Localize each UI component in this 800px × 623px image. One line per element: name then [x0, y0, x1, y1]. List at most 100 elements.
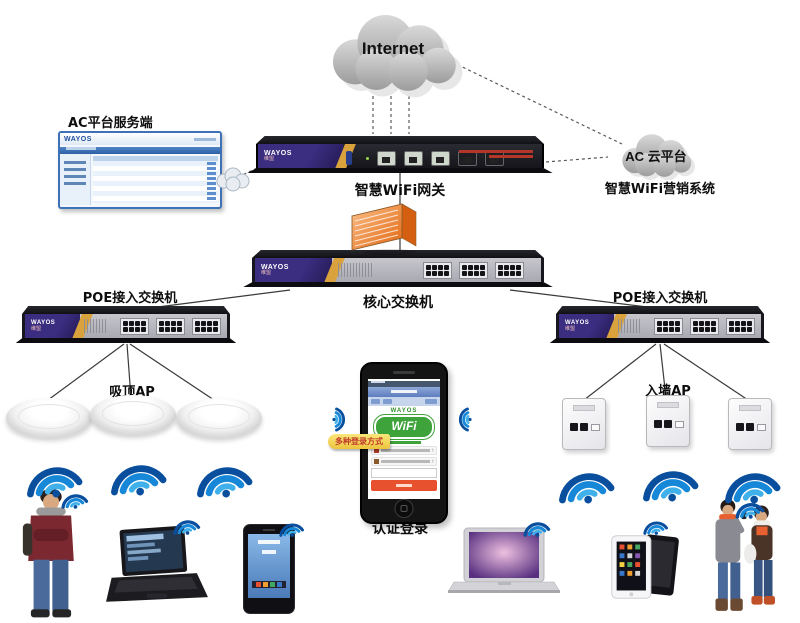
auth-phone: WAYOS WiFi › ›: [360, 362, 448, 524]
person-man: [22, 488, 74, 618]
gateway-lan-port: [430, 151, 450, 166]
cloud-shape: [622, 134, 695, 181]
poe-right-ports: [653, 318, 755, 335]
ceiling-ap-2: [90, 395, 176, 435]
link-gateway-ac-cloud: [545, 156, 609, 163]
poe-left-vents: [83, 319, 108, 333]
core-switch-vents: [337, 263, 373, 277]
server-body: [60, 154, 220, 205]
wall-ap-2: [646, 395, 690, 447]
android-screen: [248, 534, 290, 598]
core-switch-brand-panel: WAYOS 维盟: [255, 258, 333, 282]
core-switch-base: [243, 282, 553, 287]
gateway-wan-port: [484, 151, 504, 166]
core-switch-brand: WAYOS: [261, 264, 289, 271]
login-methods-callout: 多种登录方式: [328, 434, 390, 449]
poe-right-brand-panel: WAYOS 维盟: [559, 314, 614, 338]
internet-cloud: Internet: [318, 6, 468, 98]
laptop-black: [106, 525, 208, 602]
firewall-icon: [351, 203, 417, 255]
gateway-model-text: [459, 150, 534, 160]
portal-logo-tagline: [387, 441, 421, 444]
ac-cloud: AC 云平台: [604, 130, 708, 181]
gateway-lan-port: [403, 151, 423, 166]
wall-ap-1: [562, 398, 606, 450]
gateway-base: [247, 168, 553, 173]
core-switch-label: 核心交换机: [363, 295, 433, 311]
poe-left-ports: [119, 318, 221, 335]
poe-left-brand: WAYOS: [31, 320, 56, 326]
poe-right-base: [549, 338, 771, 343]
poe-right-top-face: [556, 306, 764, 314]
ac-cloud-sublabel: 智慧WiFi营销系统: [604, 182, 716, 197]
poe-left-brand-cn: 维盟: [31, 326, 42, 332]
poe-switch-left-device: WAYOS 维盟: [15, 306, 237, 343]
server-sidebar: [60, 154, 91, 205]
poe-right-front-panel: WAYOS 维盟: [556, 314, 764, 338]
macbook: [448, 527, 560, 593]
link-internet-ac-cloud: [451, 61, 623, 145]
ceiling-ap-3: [176, 398, 262, 438]
gateway-lan-port: [376, 151, 396, 166]
gateway-label: 智慧WiFi网关: [354, 183, 446, 199]
gateway-front-panel: WAYOS 维盟: [256, 144, 544, 168]
server-header-links: [194, 137, 216, 141]
internet-label: Internet: [361, 39, 425, 58]
portal-input-field: [371, 468, 437, 478]
portal-login-option: ›: [371, 457, 437, 466]
wifi-signal-icon: [184, 439, 257, 506]
gateway-console-port: [346, 151, 353, 165]
core-switch-brand-cn: 维盟: [261, 270, 272, 276]
gateway-led: [365, 157, 369, 160]
ceiling-ap-1: [6, 398, 92, 438]
server-navbar: [60, 147, 220, 154]
cloud-shape: [333, 14, 463, 98]
portal-title-bar: [368, 387, 440, 397]
server-header: WAYOS: [60, 133, 220, 145]
wifi-wave-right-icon: [450, 407, 473, 433]
wifi-signal-icon: [546, 445, 619, 512]
poe-switch-right-device: WAYOS 维盟: [549, 306, 771, 343]
poe-right-label: POE接入交换机: [612, 291, 708, 306]
phone-status-bar: [368, 381, 440, 387]
gateway-brand: WAYOS: [264, 150, 292, 157]
portal-nav-bar: [368, 397, 440, 406]
poe-right-brand: WAYOS: [565, 320, 590, 326]
poe-left-base: [15, 338, 237, 343]
server-table: [93, 156, 218, 203]
poe-right-brand-cn: 维盟: [565, 326, 576, 332]
people-women: [715, 499, 775, 611]
wall-ap-3: [728, 398, 772, 450]
core-switch-device: WAYOS 维盟: [243, 250, 553, 287]
poe-left-label: POE接入交换机: [82, 291, 178, 306]
core-switch-top-face: [252, 250, 544, 258]
phone-earpiece: [263, 529, 275, 531]
core-switch-ports: [422, 262, 524, 279]
portal-login-option: ›: [371, 446, 437, 455]
ac-server-label: AC平台服务端: [68, 116, 153, 131]
phone-home-button: [394, 499, 414, 518]
wifi-signal-icon: [98, 437, 171, 504]
android-phone: [243, 524, 295, 614]
poe-right-vents: [617, 319, 642, 333]
wifi-signal-icon: [274, 511, 307, 541]
ac-cloud-label: AC 云平台: [625, 149, 687, 164]
server-brand-logo: WAYOS: [64, 135, 92, 143]
gateway-top-face: [256, 136, 544, 144]
portal-login-button: [371, 480, 437, 491]
wifi-gateway-device: WAYOS 维盟: [247, 136, 553, 173]
auth-login-label: 认证登录: [372, 521, 428, 537]
ac-server-screenshot: WAYOS: [58, 131, 222, 209]
gateway-brand-panel: WAYOS 维盟: [258, 144, 344, 168]
wifi-signal-icon: [630, 443, 703, 510]
poe-left-top-face: [22, 306, 230, 314]
portal-brand: WAYOS: [390, 408, 418, 414]
poe-left-brand-panel: WAYOS 维盟: [25, 314, 80, 338]
gateway-ports: [365, 151, 504, 166]
poe-left-front-panel: WAYOS 维盟: [22, 314, 230, 338]
core-switch-front-panel: WAYOS 维盟: [252, 258, 544, 282]
connector-cloud: [216, 167, 250, 192]
ipad-pair: [611, 534, 679, 599]
phone-speaker: [393, 371, 415, 374]
